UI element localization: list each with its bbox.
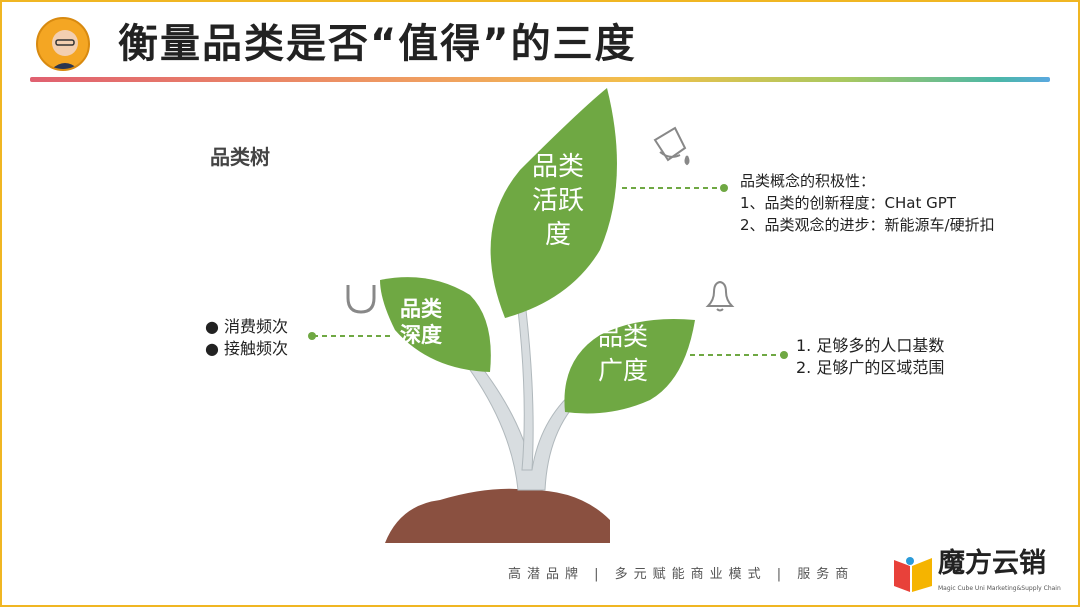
tree-label: 品类树 xyxy=(210,145,270,169)
connector-lines xyxy=(313,187,782,356)
depth-notes: ● 消费频次 ● 接触频次 xyxy=(205,316,288,360)
list-item-text: 接触频次 xyxy=(224,339,289,358)
list-item: 2. 足够广的区域范围 xyxy=(796,358,945,377)
leaf-text: 活跃 xyxy=(532,186,585,216)
breadth-notes: 1. 足够多的人口基数 2. 足够广的区域范围 xyxy=(796,335,944,379)
notes-heading: 品类概念的积极性： xyxy=(740,172,876,190)
avatar xyxy=(36,17,90,71)
connector-dots xyxy=(308,184,788,359)
leaf-text: 度 xyxy=(545,220,572,250)
leaf-text: 品类 xyxy=(400,297,442,321)
title-divider xyxy=(30,77,1050,82)
leaf-breadth xyxy=(564,319,695,414)
bucket-icon xyxy=(653,126,690,166)
leaf-text: 广度 xyxy=(598,356,649,385)
list-item-text: 消费频次 xyxy=(224,317,289,336)
brand-subtitle: Magic Cube Uni Marketing&Supply Chain xyxy=(938,585,1061,592)
leaf-activity-label: 品类 活跃 度 xyxy=(532,150,584,252)
list-item: 1、品类的创新程度：CHat GPT xyxy=(740,194,956,212)
footer-slogan: 高潜品牌 | 多元赋能商业模式 | 服务商 xyxy=(508,567,855,582)
page-title: 衡量品类是否“值得”的三度 xyxy=(118,21,637,67)
leaf-text: 品类 xyxy=(598,322,649,351)
list-item: 1. 足够多的人口基数 xyxy=(796,336,945,355)
leaf-depth xyxy=(380,277,491,372)
soil xyxy=(385,488,610,543)
activity-notes: 品类概念的积极性： 1、品类的创新程度：CHat GPT 2、品类观念的进步：新… xyxy=(740,170,995,236)
leaf-text: 深度 xyxy=(400,323,442,347)
magnet-icon xyxy=(346,285,376,314)
brand-name: 魔方云销 xyxy=(938,548,1046,579)
list-item: ● 消费频次 xyxy=(205,317,289,336)
leaf-breadth-label: 品类 广度 xyxy=(598,320,648,388)
leaf-activity xyxy=(490,88,617,318)
list-item: ● 接触频次 xyxy=(205,339,289,358)
leaf-depth-label: 品类 深度 xyxy=(400,296,442,348)
leaf-text: 品类 xyxy=(532,152,585,182)
bell-icon xyxy=(705,280,735,312)
list-item: 2、品类观念的进步：新能源车/硬折扣 xyxy=(740,216,995,234)
brand-logo-icon xyxy=(894,557,932,592)
